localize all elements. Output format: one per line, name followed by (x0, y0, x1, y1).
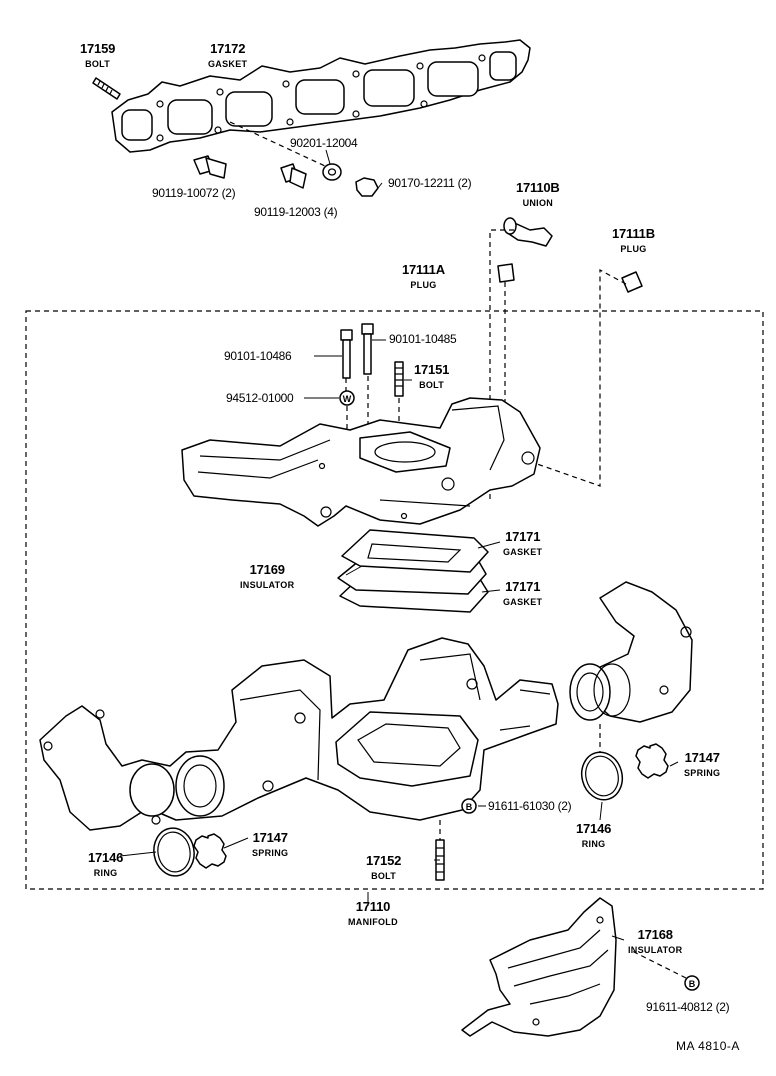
plug-17111A-drawing (497, 263, 515, 283)
label-17110: 17110 MANIFOLD (348, 898, 398, 927)
label-17169: 17169 INSULATOR (240, 561, 294, 590)
part-number: 17147 (252, 830, 288, 845)
label-90101-10485: 90101-10485 (389, 332, 457, 346)
spring-17147-left-drawing (193, 833, 227, 869)
part-number: 17171 (505, 529, 541, 544)
label-17111B: 17111B PLUG (612, 225, 655, 254)
part-name: MANIFOLD (348, 917, 398, 927)
label-90119-10072: 90119-10072 (2) (152, 186, 236, 200)
ring-17146-left-drawing (153, 827, 195, 877)
label-17171-lower: 17171 GASKET (503, 578, 542, 607)
part-number: 17152 (366, 853, 402, 868)
bolt-mark-b-lower: B (689, 979, 696, 989)
label-17172: 17172 GASKET (208, 40, 247, 69)
label-90201-12004: 90201-12004 (290, 136, 358, 150)
washer-mark-w: W (343, 394, 352, 404)
label-17146-left: 17146 RING (88, 849, 123, 878)
part-number: 17172 (210, 41, 246, 56)
part-name: INSULATOR (240, 580, 295, 590)
part-name: GASKET (208, 59, 248, 69)
part-name: BOLT (371, 871, 397, 881)
label-90170-12211: 90170-12211 (2) (388, 176, 472, 190)
part-number: 17159 (80, 41, 116, 56)
part-name: SPRING (252, 848, 289, 858)
label-90101-10486: 90101-10486 (224, 349, 292, 363)
part-name: RING (581, 839, 606, 849)
washer-94512-drawing (339, 390, 355, 406)
label-17111A: 17111A PLUG (402, 261, 445, 290)
part-number: 17151 (414, 362, 450, 377)
part-name: SPRING (684, 768, 721, 778)
part-name: GASKET (503, 547, 543, 557)
upper-intake-manifold-drawing (181, 397, 541, 527)
diagram-code: MA 4810-A (676, 1039, 740, 1053)
heat-insulator-17168-drawing (461, 897, 617, 1037)
label-17168: 17168 INSULATOR (628, 926, 682, 955)
union-17110B-drawing (503, 217, 553, 247)
lower-exhaust-manifold-drawing (39, 637, 559, 831)
label-17151: 17151 BOLT (414, 361, 449, 390)
part-number: 17111A (402, 262, 445, 277)
part-number: 17169 (249, 562, 285, 577)
part-name: PLUG (620, 244, 647, 254)
washer-90201-drawing (322, 163, 342, 181)
part-number: 17146 (88, 850, 124, 865)
part-name: BOLT (419, 380, 445, 390)
right-elbow-pipe-drawing (569, 581, 693, 723)
label-17147-right: 17147 SPRING (684, 749, 720, 778)
part-number: 17171 (505, 579, 541, 594)
nut-90170-drawing (355, 177, 379, 197)
bolts-90101-drawing (340, 323, 374, 379)
label-17110B: 17110B UNION (516, 179, 560, 208)
label-91611-40812: 91611-40812 (2) (646, 1000, 730, 1014)
exhaust-gasket-drawing (111, 39, 531, 153)
label-17147-left: 17147 SPRING (252, 829, 288, 858)
flange-bolt-90119-12003-drawing (280, 163, 307, 189)
part-number: 17147 (684, 750, 720, 765)
part-name: RING (93, 868, 118, 878)
part-number: 17146 (576, 821, 612, 836)
label-94512-01000: 94512-01000 (226, 391, 294, 405)
part-name: GASKET (503, 597, 543, 607)
bolt-mark-b-upper: B (466, 802, 473, 812)
label-90119-12003: 90119-12003 (4) (254, 205, 338, 219)
part-number: 17110B (516, 180, 560, 195)
stud-bolt-17159-drawing (92, 77, 121, 100)
ring-17146-right-drawing (580, 751, 624, 801)
label-17159: 17159 BOLT (80, 40, 115, 69)
part-number: 17110 (355, 899, 391, 914)
plug-17111B-drawing (621, 271, 643, 293)
part-name: INSULATOR (628, 945, 683, 955)
label-17171-upper: 17171 GASKET (503, 528, 542, 557)
gasket-insulator-stack-drawing (337, 529, 489, 613)
part-name: PLUG (410, 280, 437, 290)
part-number: 17111B (612, 226, 655, 241)
part-number: 17168 (637, 927, 673, 942)
stud-17151-drawing (394, 361, 404, 397)
label-91611-61030: 91611-61030 (2) (488, 799, 572, 813)
part-name: UNION (522, 198, 554, 208)
label-17146-right: 17146 RING (576, 820, 611, 849)
part-name: BOLT (85, 59, 111, 69)
flange-bolt-90119-10072-drawing (193, 155, 227, 179)
spring-17147-right-drawing (635, 743, 669, 779)
assembly-boundary (25, 310, 764, 890)
leader-lines (119, 149, 679, 941)
label-17152: 17152 BOLT (366, 852, 401, 881)
